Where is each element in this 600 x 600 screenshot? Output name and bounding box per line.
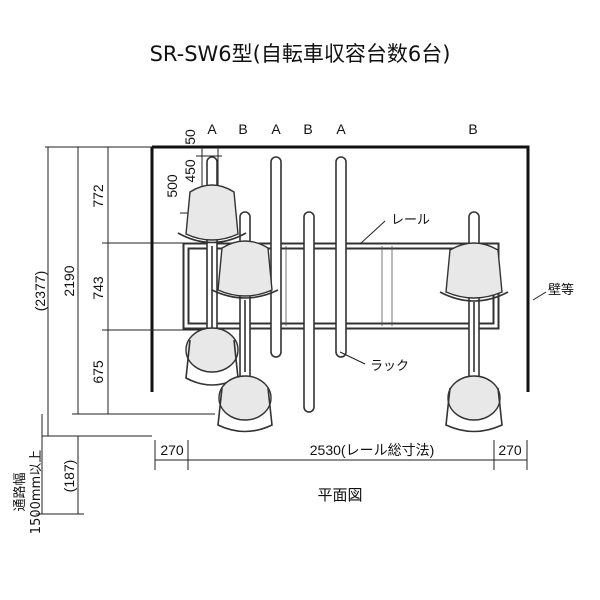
- dim-bottom-right: 270: [498, 442, 522, 458]
- dim-450: 450: [182, 159, 198, 183]
- bicycle-a1: [177, 184, 247, 386]
- dim-outer-depth: (2377): [32, 271, 48, 311]
- dim-segment-3: 675: [90, 360, 106, 384]
- rack-leader: [339, 351, 366, 365]
- rail-leader: [359, 220, 386, 245]
- rack-label: ラック: [370, 359, 409, 374]
- plan-caption: 平面図: [317, 486, 362, 504]
- dim-segment-1: 772: [90, 184, 106, 208]
- slot-label-a1: A: [207, 121, 217, 137]
- dim-500: 500: [164, 174, 180, 198]
- slot-label-b3: B: [468, 121, 477, 137]
- aisle-label-line2: 1500mm以上: [29, 450, 44, 534]
- slot-label-b2: B: [303, 121, 312, 137]
- dim-total-depth: 2190: [61, 265, 77, 296]
- wall-label: 壁等: [548, 282, 574, 298]
- dim-bottom-left: 270: [160, 442, 184, 458]
- rail-label: レール: [391, 213, 430, 228]
- bicycle-b3: [439, 242, 509, 433]
- wall-leader: [532, 291, 547, 301]
- dim-below: (187): [61, 460, 77, 493]
- slot-label-a3: A: [336, 121, 346, 137]
- slot-label-a2: A: [271, 121, 281, 137]
- dim-bottom-center: 2530(レール総寸法): [310, 442, 434, 458]
- dim-50: 50: [182, 129, 198, 145]
- aisle-label-line1: 通路幅: [12, 472, 28, 511]
- bicycle-b1: [211, 240, 279, 433]
- dim-segment-2: 743: [90, 276, 106, 300]
- wall-outline: [150, 145, 530, 392]
- diagram-title: SR-SW6型(自転車収容台数6台): [150, 42, 451, 66]
- slot-label-b1: B: [238, 121, 247, 137]
- bottom-dimension-lines: [154, 440, 528, 470]
